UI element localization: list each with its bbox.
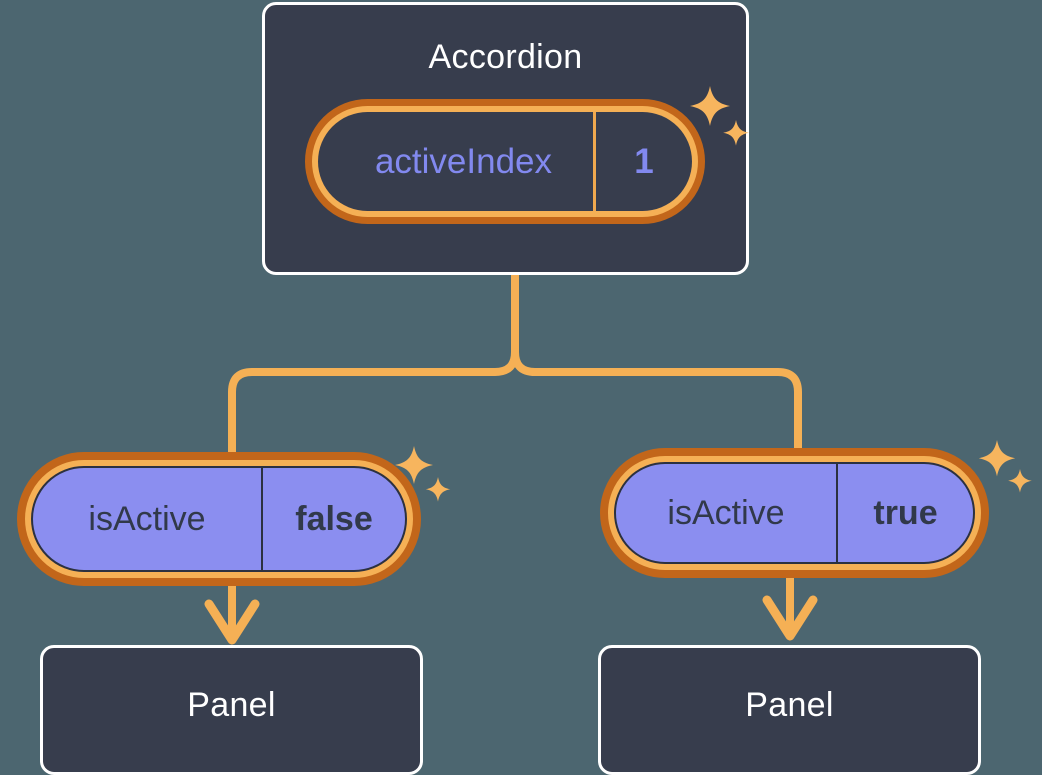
state-value-label: true [873, 493, 938, 532]
state-pill-is-active-left[interactable]: isActive false [17, 452, 421, 586]
state-key-label: isActive [33, 468, 263, 570]
state-key-label: activeIndex [318, 112, 596, 211]
state-pill-active-index[interactable]: activeIndex 1 [305, 99, 705, 224]
state-pill-inner: activeIndex 1 [318, 112, 692, 211]
connector-elbow-left [228, 348, 519, 456]
four-point-star-small-icon [425, 477, 451, 502]
accordion-title: Accordion [428, 38, 583, 76]
state-pill-inner: isActive false [31, 466, 407, 572]
panel-title-right: Panel [745, 686, 834, 724]
four-point-star-icon [978, 440, 1016, 477]
state-value-label: 1 [634, 141, 654, 181]
arrow-left-pill-to-panel [204, 586, 260, 645]
panel-component-card-left[interactable]: Panel [40, 645, 423, 775]
panel-title-left: Panel [187, 686, 276, 724]
connector-elbow-right [511, 348, 802, 454]
state-key-label: isActive [616, 464, 838, 562]
state-pill-is-active-right[interactable]: isActive true [600, 448, 989, 578]
state-value-label: false [295, 499, 373, 538]
state-pill-inner: isActive true [614, 462, 975, 564]
panel-component-card-right[interactable]: Panel [598, 645, 981, 775]
arrow-right-pill-to-panel [762, 578, 818, 641]
four-point-star-small-icon [1008, 469, 1032, 493]
